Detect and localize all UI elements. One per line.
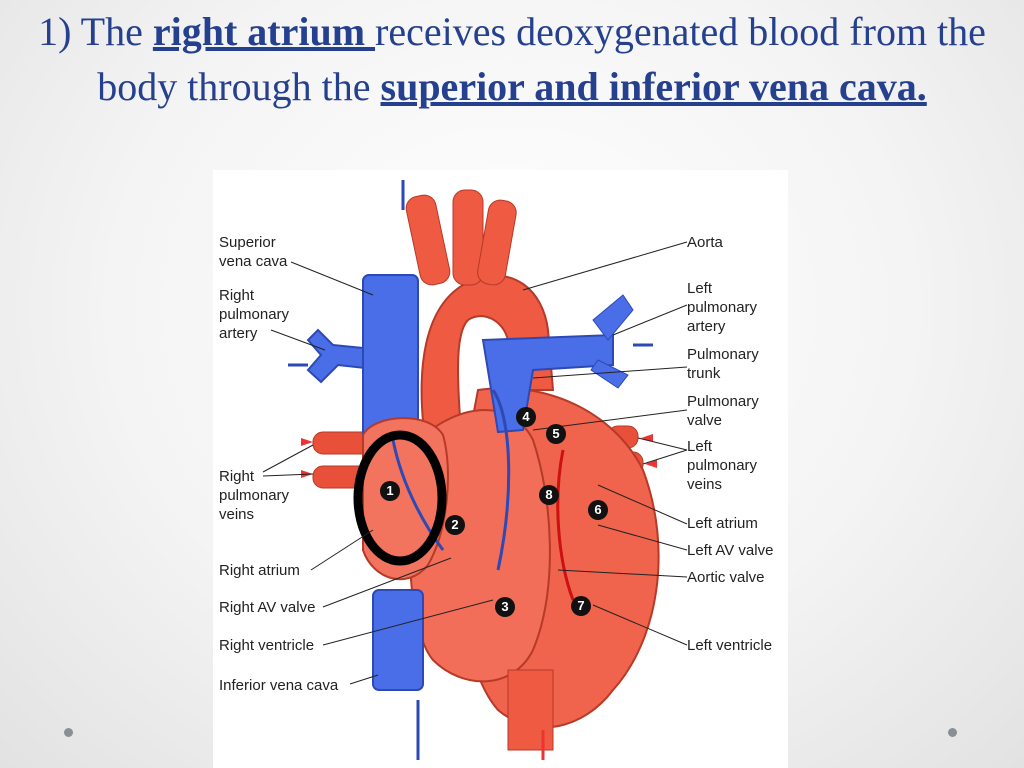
right-pulmonary-artery-shape	[306, 328, 384, 384]
slide-nav-dot-left[interactable]	[64, 728, 73, 737]
title-bold-vena-cava: superior and inferior vena cava.	[380, 64, 927, 109]
step-marker-8: 8	[539, 485, 559, 505]
step-marker-5: 5	[546, 424, 566, 444]
label-aortic-valve: Aortic valve	[687, 569, 765, 586]
heart-illustration	[262, 180, 688, 760]
aorta-shape	[420, 274, 555, 461]
title-text-1: 1) The	[38, 9, 153, 54]
label-right-pulmonary-veins: Right pulmonary veins	[219, 468, 290, 523]
step-marker-7: 7	[571, 596, 591, 616]
label-left-atrium: Left atrium	[687, 515, 758, 532]
label-pulmonary-trunk: Pulmonary trunk	[687, 346, 759, 382]
heart-diagram: 1 2 3 4 5 6 7 8 Superior vena cava Right…	[213, 170, 788, 768]
slide-title: 1) The right atrium receives deoxygenate…	[30, 4, 994, 114]
label-inferior-vena-cava: Inferior vena cava	[219, 677, 339, 694]
label-pulmonary-valve: Pulmonary valve	[687, 393, 759, 429]
label-right-pulmonary-artery: Right pulmonary artery	[219, 287, 290, 342]
title-text-2: receives deoxygenated blood from the bod…	[97, 9, 986, 109]
label-aorta: Aorta	[687, 234, 723, 251]
label-left-pulmonary-artery: Left pulmonary artery	[687, 280, 758, 335]
step-marker-4: 4	[516, 407, 536, 427]
label-right-av-valve: Right AV valve	[219, 599, 316, 616]
slide-nav-dot-right[interactable]	[948, 728, 957, 737]
step-marker-2: 2	[445, 515, 465, 535]
label-left-pulmonary-veins: Left pulmonary veins	[687, 438, 758, 493]
label-left-ventricle: Left ventricle	[687, 637, 773, 654]
step-marker-6: 6	[588, 500, 608, 520]
step-marker-1: 1	[380, 481, 400, 501]
label-superior-vena-cava: Superior vena cava	[219, 234, 288, 270]
label-left-av-valve: Left AV valve	[687, 542, 774, 559]
label-right-ventricle: Right ventricle	[219, 637, 315, 654]
right-atrium-highlight-ring	[353, 430, 447, 566]
leader-lines	[262, 241, 688, 685]
step-marker-3: 3	[495, 597, 515, 617]
inferior-vena-cava-shape	[372, 589, 424, 691]
label-right-atrium: Right atrium	[219, 562, 300, 579]
title-bold-right-atrium: right atrium	[152, 9, 376, 54]
